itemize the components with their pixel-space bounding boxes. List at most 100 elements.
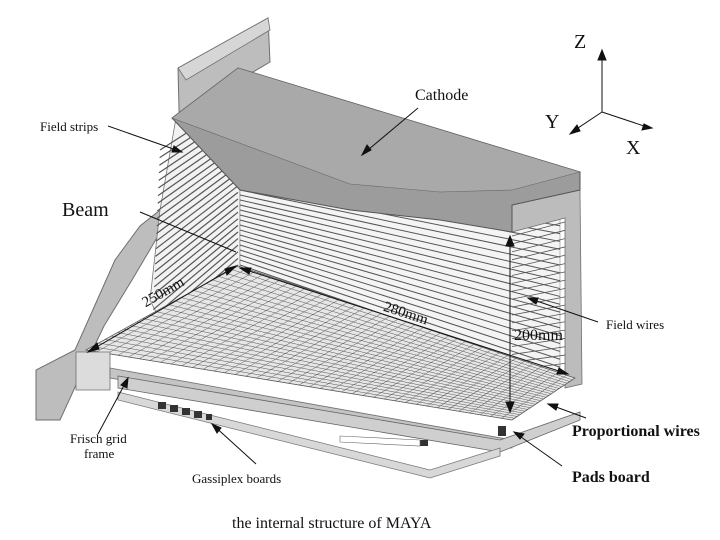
- field-strip: [153, 231, 239, 303]
- floor-grid-line: [394, 346, 483, 401]
- field-wire: [239, 244, 561, 345]
- field-wire: [239, 259, 561, 368]
- floor-grid-line: [490, 372, 559, 417]
- field-wire: [239, 219, 561, 305]
- floor-grid-line: [117, 274, 264, 356]
- gassiplex-board-strip: [339, 435, 421, 447]
- field-strip: [154, 205, 239, 273]
- right-field-wire: [511, 346, 566, 355]
- floor-grid-line: [309, 324, 416, 387]
- floor-grid-line: [213, 299, 340, 372]
- field-wire: [239, 229, 561, 321]
- floor-grid-line: [128, 276, 272, 358]
- floor-grid-line: [149, 282, 289, 361]
- axes-triad: [568, 48, 654, 135]
- leader-lines: [97, 107, 599, 467]
- right-field-wire: [511, 238, 566, 253]
- floor-grid-line: [298, 321, 407, 386]
- floor-grid-line: [171, 288, 306, 365]
- floor-grid-line: [416, 352, 500, 405]
- right-field-wire: [511, 304, 566, 316]
- floor-grid-line: [234, 304, 357, 375]
- dimension-arrows: [86, 234, 570, 414]
- floor-grid-line: [384, 344, 475, 400]
- floor-grid-line: [469, 366, 542, 414]
- floor-grid-line: [107, 271, 255, 354]
- field-wires-leader: [527, 297, 599, 323]
- frisch-grid-leader: [97, 377, 129, 435]
- field-strip: [155, 178, 239, 242]
- right-field-wire: [511, 229, 566, 245]
- pads-board-label: Pads board: [572, 469, 650, 486]
- right-field-wires: [511, 221, 566, 387]
- field-wire: [239, 214, 561, 297]
- floor-grid-line: [192, 293, 323, 368]
- field-strip: [155, 191, 239, 257]
- field-wire: [239, 254, 561, 360]
- field-strip: [156, 172, 239, 235]
- floor-grid-line: [288, 318, 399, 384]
- y-axis-label: Y: [545, 111, 560, 133]
- floor-grid-line: [405, 349, 491, 403]
- pads-board-leader: [513, 431, 563, 467]
- gassiplex-chips: [158, 402, 506, 446]
- field-strip: [152, 238, 239, 311]
- field-wire: [239, 234, 561, 329]
- floor-grid-line: [437, 358, 517, 408]
- left-side-wall-top: [177, 17, 271, 81]
- frisch-grid-label-line1: Frisch grid: [70, 431, 127, 446]
- field-strip: [155, 185, 239, 250]
- floor-grid-line: [139, 279, 281, 359]
- floor-grid-line: [458, 363, 534, 412]
- field-wire: [239, 249, 561, 352]
- floor-grid-line: [245, 307, 365, 377]
- x-axis-line: [601, 111, 651, 129]
- lower-tray: [117, 391, 501, 479]
- right-field-wire: [511, 221, 566, 237]
- field-strip: [156, 165, 239, 227]
- floor-grid-lines: [85, 265, 576, 421]
- field-wire: [239, 194, 561, 266]
- floor-grid-line: [160, 285, 298, 363]
- length-dimension-line: [239, 267, 569, 375]
- width-dimension-line: [87, 265, 237, 353]
- cathode-label: Cathode: [415, 87, 469, 104]
- right-field-wire: [511, 263, 566, 276]
- field-strip: [154, 211, 239, 280]
- right-field-wire: [511, 329, 566, 340]
- floor-grid-line: [426, 355, 508, 407]
- height-dimension-label: 200mm: [514, 327, 563, 344]
- right-field-wire: [511, 321, 566, 332]
- right-field-wire: [511, 246, 566, 261]
- field-wire: [239, 239, 561, 337]
- floor-grid-line: [362, 338, 458, 396]
- floor-grid-line: [266, 313, 382, 380]
- gassiplex-boards-label: Gassiplex boards: [192, 471, 282, 486]
- cathode-top-face: [171, 67, 582, 193]
- proportional-wires-label: Proportional wires: [572, 423, 700, 440]
- floor-grid-line: [330, 330, 432, 391]
- field-wires-label: Field wires: [606, 317, 665, 332]
- floor-grid-line: [447, 360, 525, 410]
- field-strips-label: Field strips: [40, 119, 99, 134]
- beam-line: [139, 211, 237, 253]
- floor-grid-line: [352, 335, 449, 394]
- right-field-wire: [511, 271, 566, 284]
- floor-grid-line: [224, 302, 348, 373]
- field-strip: [153, 224, 239, 295]
- floor-grid-line: [511, 377, 576, 421]
- floor-grid-line: [256, 310, 373, 379]
- field-wire: [239, 199, 561, 274]
- floor-grid-line: [181, 290, 314, 366]
- right-field-wire: [511, 288, 566, 300]
- base-tray: [117, 375, 581, 453]
- floor-grid-line: [96, 268, 247, 352]
- right-field-wire: [511, 279, 566, 292]
- frisch-grid-frame: [75, 351, 111, 391]
- floor-grid-line: [479, 369, 550, 415]
- beam-label: Beam: [62, 199, 109, 221]
- field-wire: [239, 209, 561, 290]
- frisch-grid-label-line2: frame: [84, 446, 115, 461]
